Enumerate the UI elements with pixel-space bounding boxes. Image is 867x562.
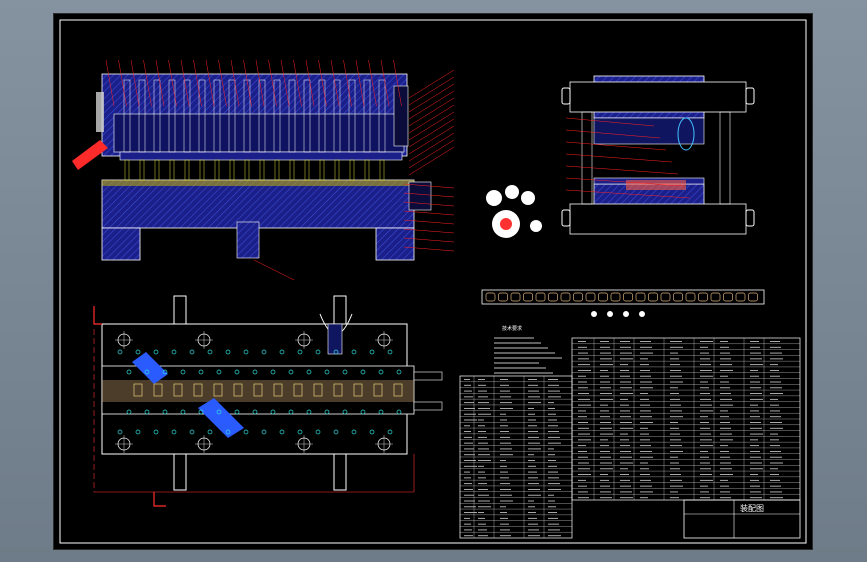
title-block: 装配图 <box>683 499 801 539</box>
side-view-leaders <box>565 117 691 199</box>
front-view-leaders <box>105 59 455 281</box>
front-section-view <box>101 73 432 261</box>
side-section-view <box>561 75 755 235</box>
detail-views <box>486 185 542 238</box>
border-frame <box>59 19 807 544</box>
plan-view-holes <box>115 331 403 453</box>
feed-guide-part <box>72 140 108 170</box>
technical-notes: 技术要求 <box>502 325 522 332</box>
technical-notes-heading: 技术要求 <box>502 325 522 332</box>
strip-layout <box>481 289 765 317</box>
punch-group <box>123 79 386 181</box>
drawing-sheet[interactable]: 技术要求 装配图 <box>54 14 812 549</box>
plan-view <box>93 295 443 507</box>
title-block-title: 装配图 <box>740 503 764 513</box>
assembly-drawing: 技术要求 装配图 <box>59 19 807 544</box>
